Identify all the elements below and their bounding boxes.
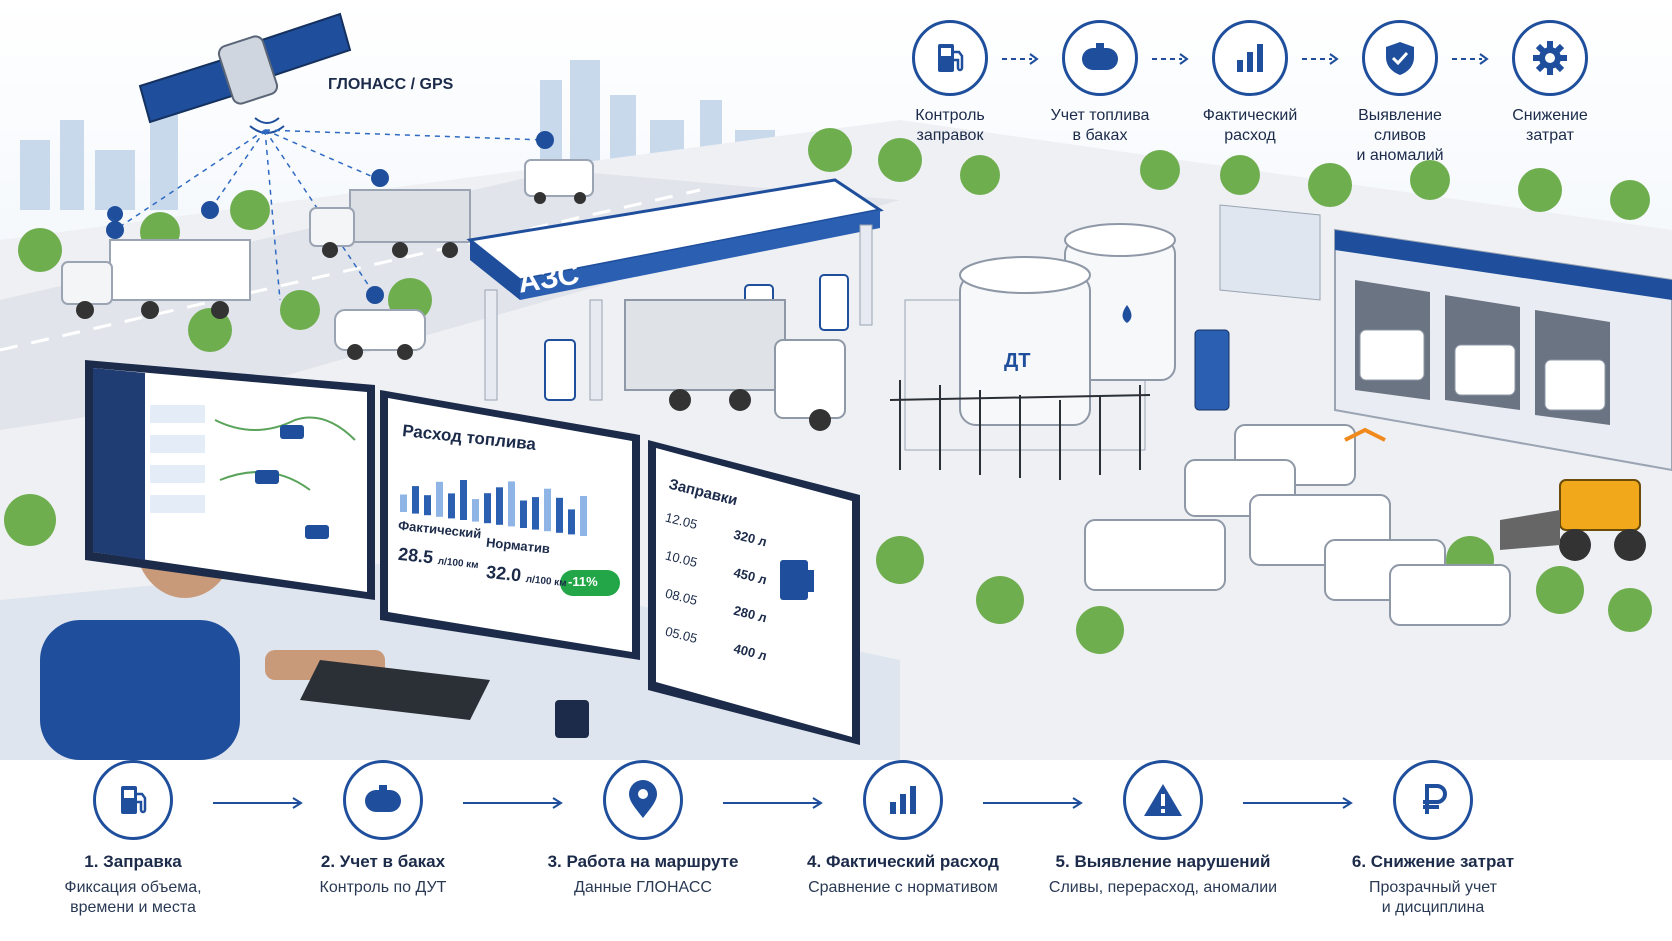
car-road [334, 309, 426, 360]
top-step-label: Учет топлива в баках [1050, 107, 1150, 144]
top-step-4: Выявление сливов и аномалий [1330, 20, 1470, 166]
bar-chart-icon [1212, 20, 1288, 96]
consumption-bar [424, 495, 431, 516]
top-step-label: Выявление сливов и аномалий [1356, 107, 1444, 164]
tank-label: ДТ [1004, 350, 1031, 372]
warning-icon [1123, 760, 1203, 840]
fuel-pump-icon-monitor [780, 560, 814, 600]
dashed-arrow [1000, 52, 1040, 66]
arrow-right [463, 796, 563, 809]
bottom-step-title: 2. Учет в баках [320, 852, 446, 871]
bottom-step-title: 4. Фактический расход [807, 852, 999, 871]
consumption-bar [544, 488, 551, 532]
bottom-step-desc: Сливы, перерасход, аномалии [1048, 879, 1278, 896]
parking-vans [1084, 424, 1511, 626]
consumption-bar [436, 481, 443, 517]
fuel-tank-icon [343, 760, 423, 840]
map-pin-icon [603, 760, 683, 840]
trees [4, 128, 1652, 654]
truck-mid [309, 189, 471, 258]
top-step-5: Снижение затрат [1480, 20, 1620, 146]
consumption-bar [460, 480, 467, 520]
consumption-bar [472, 499, 479, 522]
consumption-bar [568, 509, 575, 535]
delta-badge: -11% [568, 574, 598, 589]
arrow-right [1243, 796, 1353, 809]
bottom-step-desc: Прозрачный учет и дисциплина [1369, 879, 1497, 916]
satellite-icon [138, 12, 352, 134]
scene-illustration [0, 0, 1672, 760]
truck-station [624, 299, 846, 431]
consumption-bars [400, 480, 587, 536]
coffee-mug [555, 700, 589, 738]
consumption-bar [556, 497, 563, 533]
bottom-step-title: 3. Работа на маршруте [547, 852, 739, 871]
top-process: Контроль заправок Учет топлива в баках Фак… [880, 20, 1660, 164]
dashed-arrow [1300, 52, 1340, 66]
fuel-pump-icon [93, 760, 173, 840]
top-step-3: Фактический расход [1180, 20, 1320, 146]
shield-check-icon [1362, 20, 1438, 96]
bottom-step-title: 1. Заправка [84, 852, 182, 871]
monitor-map [85, 360, 375, 600]
bottom-step-title: 5. Выявление нарушений [1055, 852, 1271, 871]
monitor-fuel-consumption [380, 390, 640, 660]
gas-station [466, 178, 884, 401]
loader [1500, 479, 1646, 561]
top-step-label: Фактический расход [1202, 107, 1298, 144]
ruble-icon [1393, 760, 1473, 840]
consumption-bar [412, 486, 419, 514]
consumption-bar [532, 497, 539, 530]
monitor-refuels [648, 440, 860, 745]
top-step-2: Учет топлива в баках [1030, 20, 1170, 146]
fuel-tanks [889, 223, 1230, 480]
garage-building [1219, 204, 1672, 472]
consumption-bar [520, 500, 527, 528]
bottom-step-desc: Фиксация объема, времени и места [64, 879, 202, 916]
bottom-step-desc: Контроль по ДУТ [319, 879, 447, 896]
top-step-1: Контроль заправок [880, 20, 1020, 146]
van-top [524, 159, 594, 204]
gps-label: ГЛОНАСС / GPS [328, 76, 454, 93]
consumption-bar [580, 496, 587, 536]
bottom-step-desc: Данные ГЛОНАСС [574, 879, 712, 896]
location-pins [106, 131, 554, 304]
consumption-bar [400, 494, 407, 512]
fuel-tank-icon [1062, 20, 1138, 96]
arrow-right [213, 796, 303, 809]
consumption-bar [448, 493, 455, 519]
delta-badge-bg [560, 570, 620, 596]
consumption-bar [496, 487, 503, 525]
truck-left [61, 239, 251, 319]
top-step-label: Снижение затрат [1512, 107, 1588, 144]
bottom-step-title: 6. Снижение затрат [1351, 852, 1515, 871]
consumption-bar [508, 481, 515, 527]
arrow-right [983, 796, 1083, 809]
bar-chart-icon [863, 760, 943, 840]
fuel-pump-icon [912, 20, 988, 96]
gps-signal-lines [114, 129, 546, 301]
consumption-bar [484, 493, 491, 524]
keyboard [300, 660, 490, 720]
bottom-step-desc: Сравнение с нормативом [808, 879, 998, 896]
top-step-label: Контроль заправок [915, 107, 985, 144]
arrow-right [723, 796, 823, 809]
dashed-arrow [1450, 52, 1490, 66]
gear-icon [1512, 20, 1588, 96]
dashed-arrow [1150, 52, 1190, 66]
